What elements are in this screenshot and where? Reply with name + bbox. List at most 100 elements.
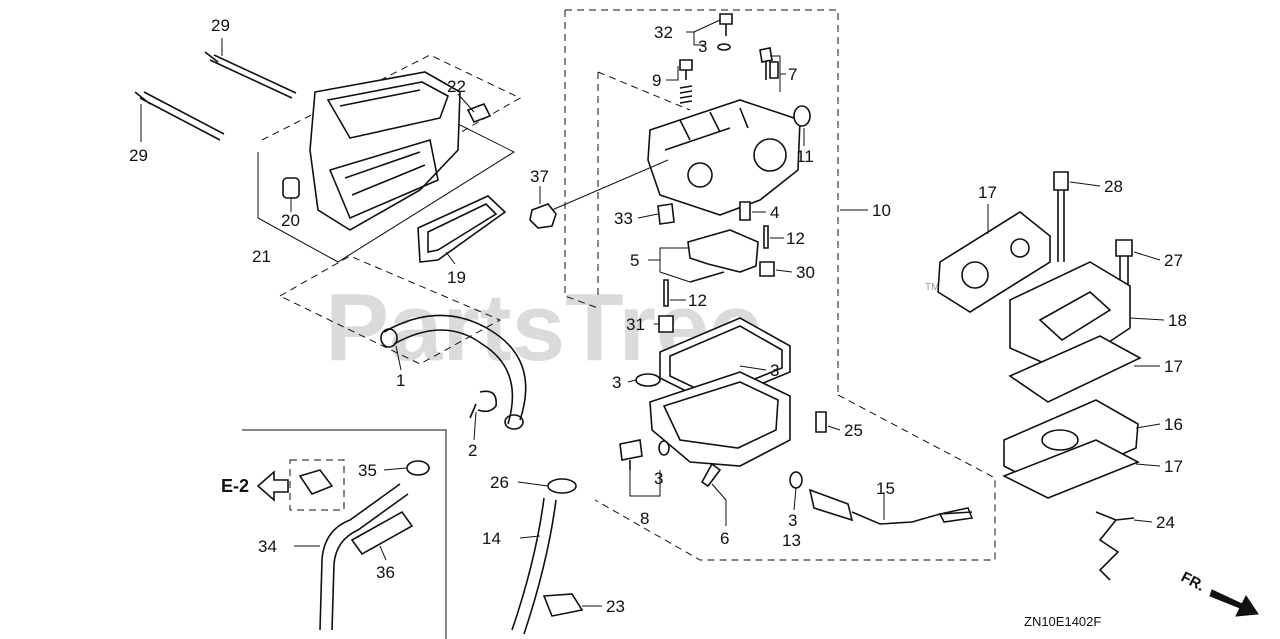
callout-34: 34 [258,537,277,556]
callout-8: 8 [640,509,649,528]
gasket-17-upper [937,211,1051,313]
leader-32 [686,19,721,46]
diagram-code: ZN10E1402F [1024,614,1101,629]
float-5 [687,229,759,273]
callout-33: 33 [614,209,633,228]
callout-29-upper: 29 [211,16,230,35]
hose-group: E-2 [221,255,584,639]
carburetor-group [529,9,996,561]
callout-29-lower: 29 [129,146,148,165]
intake-elbow-group [134,51,522,263]
callout-labels: 29 29 22 20 21 19 32 3 9 7 11 37 33 4 10… [129,16,1187,616]
callout-35: 35 [358,461,377,480]
clip-35-dashed-box [289,459,345,511]
callout-3-oring: 3 [612,373,621,392]
carb-bore-left [687,162,713,188]
callout-17-middle: 17 [1164,357,1183,376]
carb-bore-right [753,138,787,172]
callout-12-upper: 12 [786,229,805,248]
leader-36 [379,545,387,561]
callout-15: 15 [876,479,895,498]
cap-37 [529,203,557,229]
solenoid-33 [657,203,675,225]
cap-37-line [551,159,669,211]
spring-9 [679,85,693,104]
leader-17c [1135,463,1161,467]
detail-box-frame [242,429,447,639]
leader-18 [1129,317,1165,321]
leader-14 [519,535,541,539]
gasket-17-upper-hole-b [1010,238,1030,258]
float-bowl-inner [662,381,779,449]
callout-27: 27 [1164,251,1183,270]
clip-22 [466,102,492,124]
leader-6 [711,483,727,526]
leader-9 [666,66,679,81]
leader-19 [445,251,456,265]
breather-hose-1-end-b [504,414,524,430]
gasket-17-lower [1002,439,1140,499]
screw-32 [719,13,733,36]
gasket-17-upper-hole-a [961,261,989,289]
callout-32: 32 [654,23,673,42]
callout-3-top: 3 [698,37,707,56]
jet-7b [769,61,779,79]
group-21-bracket [257,109,516,263]
dowel-pin-20 [282,177,300,199]
callout-17-upper: 17 [978,183,997,202]
insulator-16-port [1041,429,1079,451]
gasket-19 [417,195,507,263]
washer-3-drain [658,440,670,456]
jet-12-upper [763,225,769,249]
float-bowl-gasket-inner [669,325,783,397]
intake-elbow-body [309,71,461,231]
solenoid-lead-15 [851,511,973,525]
callout-7: 7 [788,65,797,84]
screw-9 [679,59,693,80]
watermark-trademark: TM [925,282,939,293]
callout-18: 18 [1168,311,1187,330]
reference-label-e2: E-2 [221,476,249,496]
callout-20: 20 [281,211,300,230]
drain-screw-8 [619,439,643,470]
leader-2 [473,411,477,441]
leader-27 [1133,251,1161,261]
leader-30 [775,269,793,273]
leader-5 [648,247,691,283]
gasket-17-middle [1008,335,1142,403]
leader-3b [627,379,637,383]
front-direction-arrow-icon [1209,589,1259,617]
callout-2: 2 [468,441,477,460]
leader-33 [637,213,659,219]
callout-10: 10 [872,201,891,220]
callout-26: 26 [490,473,509,492]
callout-11: 11 [796,147,814,166]
intake-elbow-flange [328,138,439,220]
jet-7a [759,47,773,80]
washer-3-cutoff [789,471,803,489]
callout-37: 37 [530,167,549,186]
callout-17-lower: 17 [1164,457,1183,476]
bolt-29-lower [134,91,225,141]
gasket-19-inner [427,203,498,253]
carburetor-body [647,99,801,216]
intake-elbow-mouth [326,81,449,139]
callout-12-lower: 12 [688,291,707,310]
tube-36 [350,510,414,556]
callout-6: 6 [720,529,729,548]
jet-30 [759,261,775,277]
callout-23: 23 [606,597,625,616]
float-pin-5 [689,271,725,283]
leader-22 [457,93,475,113]
leader-24 [1133,519,1153,523]
washer-3-top [717,43,731,51]
leader-35 [383,467,407,471]
bolt-29-upper [204,51,297,99]
hose-clip-26 [547,478,577,494]
intake-elbow-18-detail [1038,291,1112,341]
leader-25 [827,425,841,431]
fuel-cutoff-solenoid-13 [808,488,854,522]
group-10-dashed-outline [564,9,839,395]
breather-hose-1-end [380,328,398,348]
